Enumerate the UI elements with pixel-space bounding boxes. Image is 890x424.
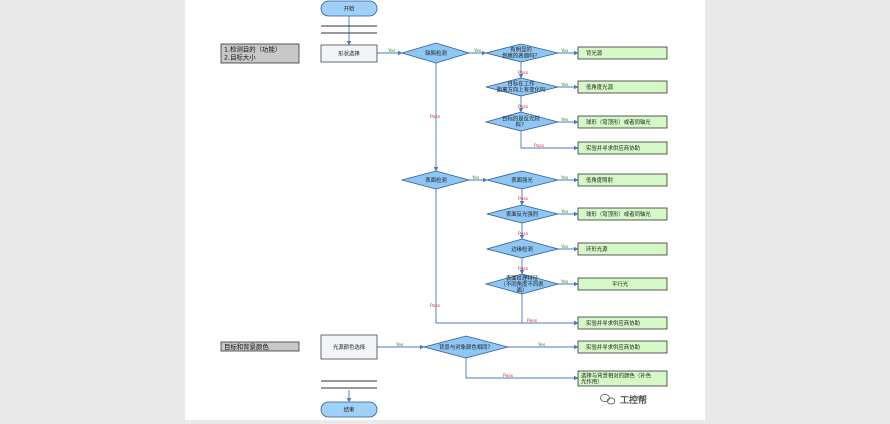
svg-text:环形光源: 环形光源	[586, 245, 608, 253]
svg-text:划痕的表面吗？: 划痕的表面吗？	[502, 52, 540, 60]
result-complement-color: 选择与背景相对的颜色（补色 光作用）	[577, 370, 668, 387]
result-parallel-light: 平行光	[577, 277, 668, 291]
svg-text:形状选择: 形状选择	[338, 50, 360, 58]
svg-text:距离方向上有变化吗: 距离方向上有变化吗	[497, 86, 546, 94]
svg-text:缺陷检测: 缺陷检测	[425, 49, 447, 57]
edge-no-label: Poss	[518, 196, 529, 202]
svg-text:低角度照射: 低角度照射	[586, 176, 614, 184]
result-backlight: 背光源	[577, 46, 668, 60]
decision-surface-reflect: 表面反光强烈	[486, 204, 559, 224]
svg-text:背光源: 背光源	[586, 49, 603, 57]
svg-text:表面反光强烈: 表面反光强烈	[506, 210, 539, 218]
edge-yes-label: Yes	[537, 342, 546, 348]
decision-edge: 边缘检测	[485, 238, 560, 259]
edge-no-label: Poss	[430, 303, 441, 309]
svg-text:低角度光源: 低角度光源	[586, 83, 614, 91]
svg-text:开始: 开始	[344, 5, 355, 13]
edge-yes-label: Yes	[395, 342, 404, 348]
svg-text:实验并寻求供应商协助: 实验并寻求供应商协助	[586, 343, 640, 351]
svg-text:目标的是反光材: 目标的是反光材	[502, 115, 540, 123]
svg-text:球形（穹顶形）或者同轴光: 球形（穹顶形）或者同轴光	[586, 210, 651, 218]
svg-text:料？: 料？	[516, 121, 527, 129]
decision-color-contrast: 背景与对象颜色相同？	[422, 335, 510, 359]
side-label-color: 目标和背景颜色	[220, 341, 300, 352]
svg-text:光作用）: 光作用）	[581, 378, 603, 386]
decision-texture: 表面纹理特征 （不同角度不同表 面）	[484, 273, 560, 295]
edge-yes-label: Yes	[471, 175, 480, 181]
svg-text:表面检测: 表面检测	[425, 176, 447, 184]
purpose-line-1: 1.检测目的（功能）	[224, 45, 281, 54]
result-test-2: 实验并寻求供应商协助	[577, 316, 668, 330]
result-test-3: 实验并寻求供应商协助	[577, 340, 668, 354]
result-dome-coaxial: 球形（穹顶形）或者同轴光	[577, 115, 668, 129]
svg-text:边缘检测: 边缘检测	[511, 245, 533, 253]
edge-no-label: Poss	[430, 114, 441, 120]
svg-text:平行光: 平行光	[612, 280, 629, 288]
purpose-line-2: 2.目标大小	[224, 53, 256, 62]
svg-text:目标和背景颜色: 目标和背景颜色	[224, 342, 269, 351]
edge-yes-label: Yes	[560, 175, 569, 181]
watermark: 工控帮	[600, 393, 647, 406]
watermark-text: 工控帮	[620, 394, 647, 406]
decision-defect: 缺陷检测	[400, 42, 471, 64]
svg-text:结束: 结束	[344, 406, 355, 414]
edge-no-label: Poss	[518, 70, 529, 76]
separator-lines	[321, 25, 377, 389]
result-ring-light: 环形光源	[577, 242, 668, 256]
result-test-1: 实验并寻求供应商协助	[577, 141, 668, 155]
result-low-angle-illum: 低角度照射	[577, 173, 668, 187]
edge-yes-label: Yes	[387, 48, 396, 54]
edge-no-label: Poss	[534, 143, 545, 149]
edge-yes-label: Yes	[560, 117, 569, 123]
svg-text:表面强光: 表面强光	[511, 176, 533, 184]
svg-text:（不同角度不同表: （不同角度不同表	[500, 280, 544, 288]
edge-yes-label: Yes	[560, 244, 569, 250]
side-label-purpose: 1.检测目的（功能） 2.目标大小	[220, 43, 300, 64]
edge-no-label: Poss	[527, 318, 538, 324]
shape-select-box: 形状选择	[320, 44, 378, 63]
edge-yes-label: Yes	[473, 48, 482, 54]
decision-surface-distance: 目标在工作 距离方向上有变化吗	[485, 77, 559, 97]
edge-yes-label: Yes	[560, 82, 569, 88]
svg-text:背景与对象颜色相同？: 背景与对象颜色相同？	[439, 343, 493, 351]
svg-text:目标在工作: 目标在工作	[508, 80, 536, 88]
edge-no-label: Poss	[503, 373, 514, 379]
decision-surface-type: 表面检测	[400, 170, 471, 190]
svg-text:选择与背景相对的颜色（补色: 选择与背景相对的颜色（补色	[581, 372, 652, 380]
decision-reflective: 目标的是反光材 料？	[484, 111, 559, 132]
light-color-select-box: 光源颜色选择	[320, 334, 378, 360]
edge-no-label: Poss	[518, 266, 529, 272]
decision-scratch-obvious: 有明显的 划痕的表面吗？	[485, 43, 559, 63]
connectors	[346, 16, 579, 403]
svg-text:实验并寻求供应商协助: 实验并寻求供应商协助	[586, 319, 640, 327]
wechat-icon	[600, 393, 616, 405]
svg-text:实验并寻求供应商协助: 实验并寻求供应商协助	[586, 144, 640, 152]
edge-yes-label: Yes	[560, 209, 569, 215]
result-dome-coaxial-2: 球形（穹顶形）或者同轴光	[577, 207, 668, 221]
end-node: 结束	[320, 401, 378, 418]
svg-text:光源颜色选择: 光源颜色选择	[333, 343, 366, 351]
edge-yes-label: Yes	[560, 279, 569, 285]
edge-no-label: Poss	[518, 104, 529, 110]
svg-text:表面纹理特征: 表面纹理特征	[506, 274, 539, 282]
svg-text:球形（穹顶形）或者同轴光: 球形（穹顶形）或者同轴光	[586, 118, 651, 126]
svg-text:面）: 面）	[517, 287, 528, 294]
svg-text:有明显的: 有明显的	[510, 46, 532, 54]
decision-surface-glare: 表面强光	[486, 170, 559, 190]
edge-no-label: Poss	[518, 231, 529, 237]
edge-yes-label: Yes	[560, 48, 569, 54]
result-low-angle: 低角度光源	[577, 80, 668, 94]
start-node: 开始	[320, 0, 378, 17]
edge-labels: Yes Yes Yes Yes Yes Yes Yes Yes Yes Yes …	[387, 48, 569, 379]
